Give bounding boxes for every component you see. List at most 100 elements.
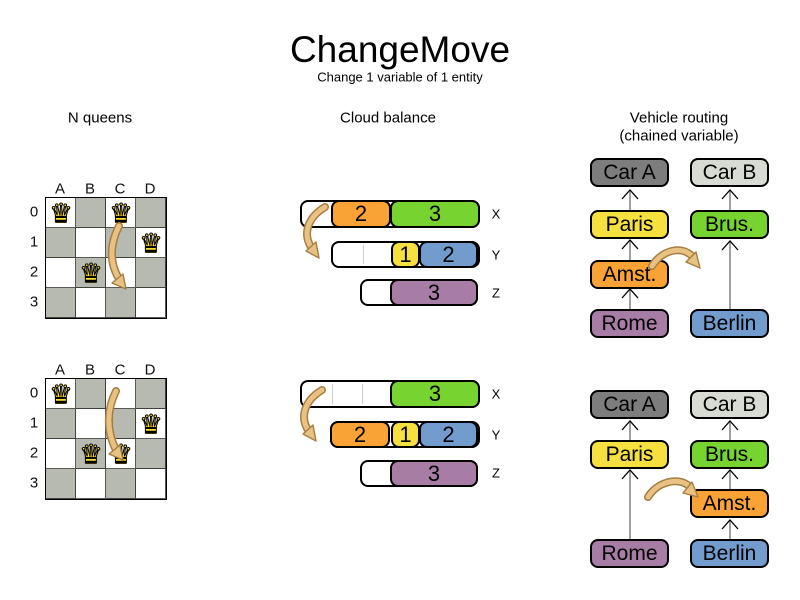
process-block: 2 — [419, 421, 478, 448]
board-cell — [136, 228, 166, 258]
process-block: 3 — [390, 279, 478, 306]
row-label-2: 2 — [29, 444, 39, 462]
board-cell — [136, 258, 166, 288]
board-cell — [136, 379, 166, 409]
board-cell — [46, 228, 76, 258]
slot-divider — [362, 384, 363, 404]
computer-label-y: Y — [491, 247, 501, 263]
vehicle-box-amsterdam: Amst. — [690, 489, 769, 518]
queen-icon: ♛ — [79, 258, 103, 289]
row-label-1: 1 — [29, 414, 39, 432]
row-label-2: 2 — [29, 263, 39, 281]
queen-icon: ♛ — [109, 198, 133, 229]
page-title: ChangeMove — [289, 29, 511, 70]
nqueens-section-title: N queens — [67, 109, 133, 127]
row-label-0: 0 — [29, 384, 39, 402]
slot-divider — [332, 384, 333, 404]
computer-track-x-after: 3 — [300, 380, 480, 408]
queen-icon: ♛ — [139, 409, 163, 440]
board-cell — [76, 469, 106, 499]
col-label-b: B — [84, 361, 96, 379]
row-label-0: 0 — [29, 203, 39, 221]
queen-icon: ♛ — [49, 379, 73, 410]
process-block: 1 — [391, 421, 420, 448]
board-cell — [136, 439, 166, 469]
row-label-1: 1 — [29, 233, 39, 251]
process-block: 2 — [330, 421, 390, 448]
col-label-d: D — [144, 361, 156, 379]
board-cell — [136, 469, 166, 499]
board-cell — [106, 409, 136, 439]
board-cell — [76, 409, 106, 439]
process-block: 3 — [390, 200, 480, 228]
board-cell — [106, 469, 136, 499]
computer-label-x: X — [491, 206, 501, 222]
vehicle-box-brussels: Brus. — [690, 440, 769, 469]
vehicle-box-berlin: Berlin — [690, 309, 769, 338]
vehicle-box-car-b: Car B — [690, 390, 769, 419]
computer-label-x: X — [491, 386, 501, 402]
board-cell — [76, 228, 106, 258]
process-block: 3 — [390, 380, 480, 408]
computer-track-x-before: 2 3 — [300, 200, 480, 228]
board-cell — [136, 288, 166, 318]
computer-track-z-before: 3 — [360, 279, 478, 306]
board-cell — [136, 198, 166, 228]
chessboard-after: ♛ ♛ ♛ ♛ — [45, 378, 167, 500]
computer-label-y: Y — [491, 427, 501, 443]
queen-icon: ♛ — [139, 228, 163, 259]
vehicle-section-title: Vehicle routing — [629, 109, 729, 127]
vehicle-box-amsterdam: Amst. — [590, 260, 669, 289]
row-label-3: 3 — [29, 293, 39, 311]
col-label-a: A — [54, 361, 66, 379]
vehicle-box-brussels: Brus. — [690, 210, 769, 239]
vehicle-section-subtitle: (chained variable) — [619, 127, 739, 145]
chain-up-arrow — [621, 420, 739, 539]
vehicle-box-car-a: Car A — [590, 158, 669, 187]
board-cell — [106, 379, 136, 409]
board-cell — [76, 258, 106, 288]
board-cell — [106, 288, 136, 318]
board-cell — [106, 228, 136, 258]
board-cell — [106, 258, 136, 288]
vehicle-box-paris: Paris — [590, 440, 669, 469]
row-label-3: 3 — [29, 474, 39, 492]
queen-icon: ♛ — [49, 198, 73, 229]
vehicle-box-paris: Paris — [590, 210, 669, 239]
process-block: 3 — [390, 460, 478, 487]
board-cell — [76, 439, 106, 469]
process-block: 1 — [391, 241, 420, 268]
slot-divider — [363, 245, 364, 264]
board-cell — [46, 288, 76, 318]
vehicle-box-berlin: Berlin — [690, 539, 769, 568]
queen-icon: ♛ — [79, 439, 103, 470]
col-label-a: A — [54, 180, 66, 198]
page-subtitle: Change 1 variable of 1 entity — [317, 69, 483, 85]
queen-icon: ♛ — [109, 439, 133, 470]
process-block: 2 — [331, 200, 391, 228]
chain-up-arrow — [621, 189, 739, 309]
computer-track-y-before: 1 2 — [331, 241, 480, 268]
chessboard-before: ♛ ♛ ♛ ♛ — [45, 197, 167, 319]
col-label-c: C — [114, 180, 126, 198]
computer-label-z: Z — [492, 465, 500, 481]
vehicle-box-rome: Rome — [590, 309, 669, 338]
board-cell — [46, 379, 76, 409]
board-cell — [46, 469, 76, 499]
board-cell — [46, 409, 76, 439]
computer-label-z: Z — [492, 285, 500, 301]
cloud-section-title: Cloud balance — [340, 109, 436, 127]
board-cell — [46, 258, 76, 288]
board-cell — [136, 409, 166, 439]
board-cell — [46, 198, 76, 228]
col-label-b: B — [84, 180, 96, 198]
board-cell — [76, 198, 106, 228]
process-block: 2 — [419, 241, 478, 268]
vehicle-box-car-a: Car A — [590, 390, 669, 419]
vehicle-box-rome: Rome — [590, 539, 669, 568]
computer-track-z-after: 3 — [360, 460, 478, 487]
board-cell — [76, 379, 106, 409]
board-cell — [46, 439, 76, 469]
board-cell — [76, 288, 106, 318]
